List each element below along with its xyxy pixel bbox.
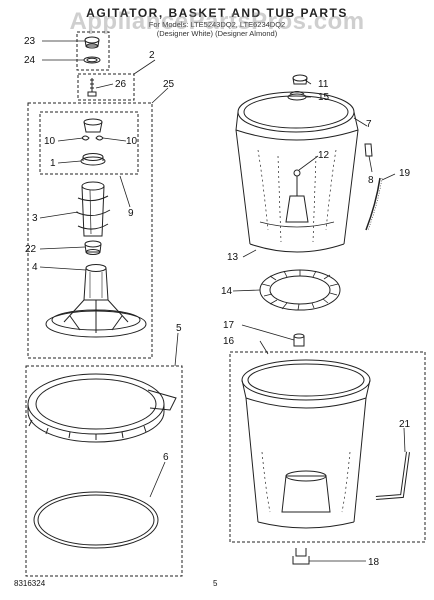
- part-18-tub-bolt: [292, 548, 310, 565]
- callout-18: 18: [368, 557, 380, 568]
- callout-23: 23: [24, 36, 36, 47]
- callout-19: 19: [399, 168, 411, 179]
- callout-8: 8: [368, 175, 374, 186]
- part-3-agitator-barrel: [75, 181, 111, 237]
- part-5-tub-ring: [27, 373, 177, 443]
- callout-26: 26: [115, 79, 127, 90]
- part-23-agitator-cap: [84, 36, 100, 49]
- callout-22: 22: [25, 244, 37, 255]
- callout-10-left: 10: [44, 136, 56, 147]
- callout-4: 4: [32, 262, 38, 273]
- callout-1: 1: [50, 158, 56, 169]
- part-10-agitator-dogs: [81, 118, 104, 141]
- callout-21: 21: [399, 419, 411, 430]
- cap-group-box: [76, 31, 110, 71]
- callout-6: 6: [163, 452, 169, 463]
- outer-tub-group-box: [229, 351, 426, 543]
- callout-3: 3: [32, 213, 38, 224]
- callout-24: 24: [24, 55, 36, 66]
- page-title: AGITATOR, BASKET AND TUB PARTS: [86, 6, 348, 20]
- callout-25: 25: [163, 79, 175, 90]
- color-variants: (Designer White) (Designer Almond): [156, 29, 278, 38]
- callout-10-right: 10: [126, 136, 138, 147]
- part-1-cam: [80, 153, 106, 166]
- part-17-tub-nut: [293, 333, 305, 347]
- part-21-drain-hose: [375, 451, 410, 500]
- callout-2: 2: [149, 50, 155, 61]
- leader-lines: [39, 40, 406, 562]
- model-numbers: For Models: LTE5243DQ2, LTE6234DQ2: [148, 20, 286, 29]
- part-22-spline-insert: [84, 240, 102, 255]
- diagram-code: 8316324: [14, 579, 46, 588]
- callout-5: 5: [176, 323, 182, 334]
- callout-11: 11: [318, 79, 329, 90]
- watermark: AppliancePartsPros.com: [69, 8, 365, 35]
- callout-13: 13: [227, 252, 239, 263]
- part-11-drive-block: [292, 74, 308, 85]
- part-16-outer-tub: [241, 359, 371, 529]
- part-24-seal-ring: [83, 56, 101, 64]
- page-number: 5: [213, 579, 218, 588]
- part-19-suspension-rod: [365, 177, 383, 231]
- title-block: AGITATOR, BASKET AND TUB PARTS For Model…: [0, 6, 434, 38]
- callout-15: 15: [318, 92, 330, 103]
- callout-16: 16: [223, 336, 235, 347]
- part-14-spring-ring: [259, 269, 341, 311]
- tub-ring-group-box: [25, 365, 183, 577]
- part-6-tub-ring-seal: [33, 491, 159, 549]
- part-7-basket-clip: [364, 143, 373, 157]
- callout-7: 7: [366, 119, 372, 130]
- part-26-agitator-bolt: [87, 78, 97, 97]
- callout-17: 17: [223, 320, 235, 331]
- callout-9: 9: [128, 208, 134, 219]
- bolt-group-box: [77, 73, 135, 101]
- part-4-lower-agitator: [45, 264, 147, 338]
- callout-12: 12: [318, 150, 330, 161]
- part-13-wash-basket: [235, 91, 359, 253]
- callout-14: 14: [221, 286, 233, 297]
- agitator-assembly-box: [27, 102, 153, 359]
